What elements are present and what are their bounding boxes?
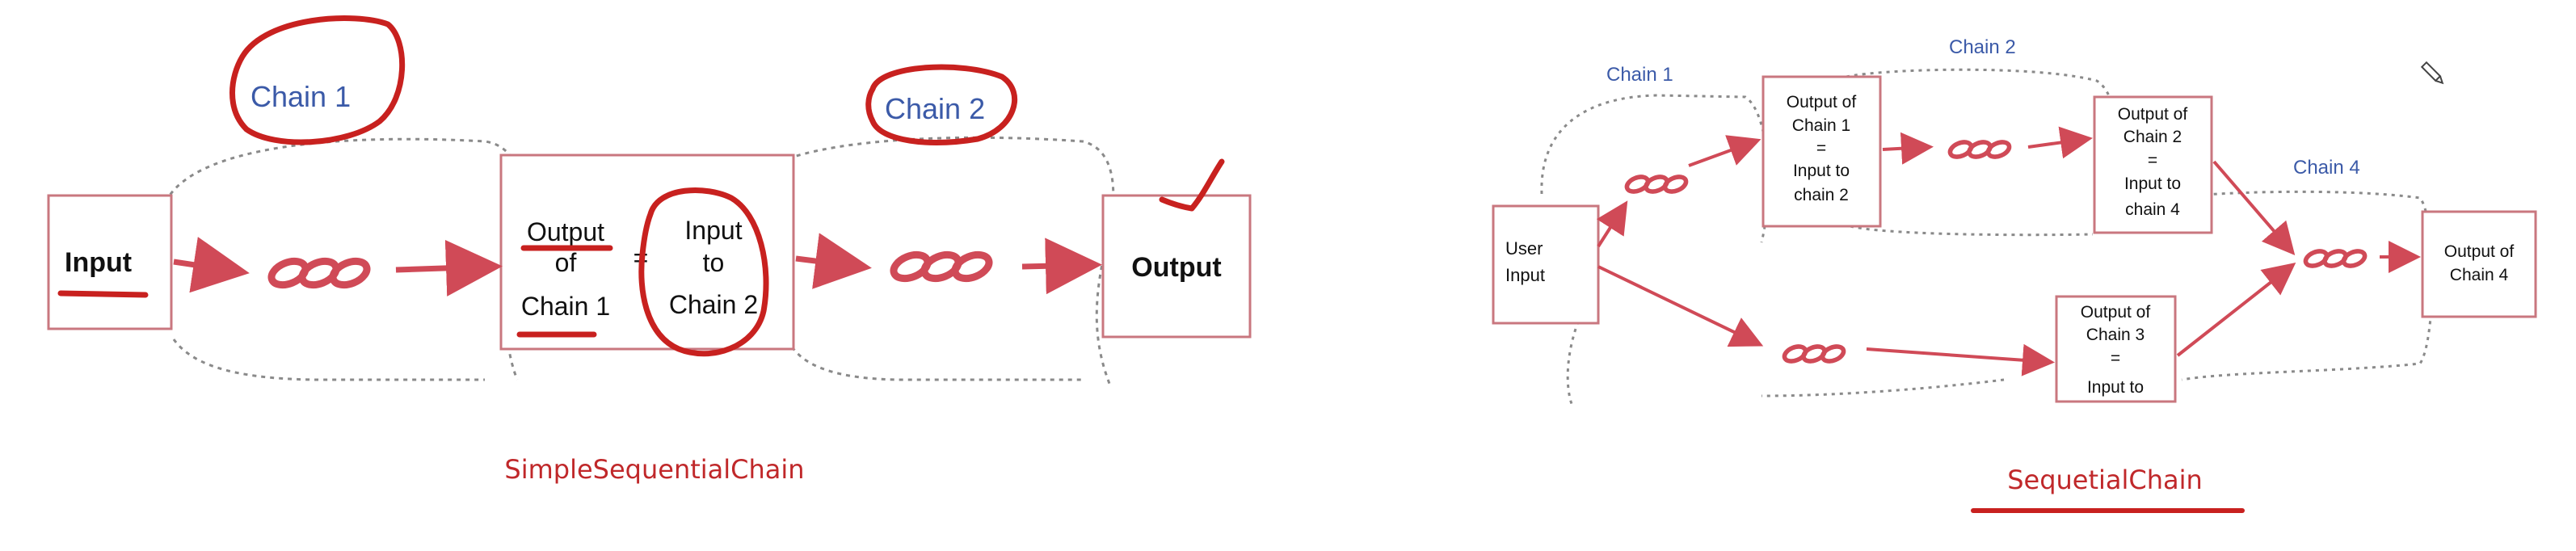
- rchain1-label: Chain 1: [1606, 64, 1673, 86]
- chain2-outline: [779, 136, 1115, 389]
- box-c-line-2: Chain 3: [2086, 326, 2145, 344]
- box-a-line-3: =: [1816, 139, 1826, 158]
- rchain2-outline: [1846, 68, 2115, 195]
- chain-link-icon: [268, 257, 371, 290]
- output-chain4-box: [2421, 210, 2537, 318]
- box-b-line-2: Chain 2: [2124, 128, 2182, 146]
- box-b-line-3: =: [2148, 151, 2157, 170]
- output-label: Output: [1131, 252, 1221, 283]
- box-b-line-1: Output of: [2118, 105, 2188, 124]
- chain-link-icon: [1625, 174, 1688, 194]
- box-c-line-4: Input to: [2087, 378, 2144, 397]
- chain-link-icon: [2304, 248, 2367, 268]
- arrow-input-chain: [173, 237, 250, 293]
- arrow-box2-chain4: [2212, 160, 2296, 256]
- arrow-chain2-output: [1021, 238, 1102, 295]
- rchain3-outline: [1566, 298, 2005, 405]
- output-chain2-box: [2093, 95, 2213, 234]
- chain1-outline-bottom: [172, 339, 485, 381]
- chain-link-icon: [1948, 139, 2011, 159]
- arrow-chain2-box: [2027, 126, 2093, 159]
- middle-right-line-3: Chain 2: [669, 290, 758, 319]
- chain2-outline-bottom: [786, 339, 1083, 381]
- box-b-line-4: Input to: [2124, 175, 2181, 193]
- box-c-line-1: Output of: [2081, 303, 2151, 322]
- user-input-line-1: User: [1505, 238, 1543, 259]
- middle-right-line-1: Input: [684, 216, 742, 245]
- rchain4-label: Chain 4: [2293, 157, 2360, 179]
- middle-left-line-1: Output: [527, 217, 604, 246]
- rchain2-label: Chain 2: [1949, 36, 2016, 58]
- box-a-line-5: chain 2: [1794, 186, 1849, 204]
- box-a-line-1: Output of: [1787, 93, 1857, 111]
- input-label: Input: [65, 247, 132, 278]
- arrow-chain1-box: [1688, 135, 1762, 167]
- box-d-line-2: Chain 4: [2450, 266, 2509, 284]
- arrow-chain-middle: [395, 239, 503, 297]
- user-input-box: [1492, 204, 1600, 325]
- output-chain3-box: [2055, 295, 2177, 403]
- user-input-line-2: Input: [1505, 265, 1545, 285]
- pencil-icon: [2420, 61, 2444, 85]
- box-c-line-3: =: [2111, 349, 2120, 368]
- chain1-label: Chain 1: [250, 80, 351, 113]
- middle-left-line-3: Chain 1: [521, 292, 610, 321]
- hand-annotations: [57, 15, 1225, 357]
- arrow-user-chain3: [1597, 265, 1764, 347]
- arrow-box3-chain4: [2176, 263, 2296, 357]
- chain1-outline: [164, 137, 525, 381]
- middle-left-line-2: of: [555, 248, 577, 277]
- simple-sequential-diagram: Chain 1 Chain 2 Input Output of Chain 1 …: [47, 15, 1252, 485]
- arrow-middle-chain2: [795, 233, 872, 289]
- right-caption: SequetialChain: [2007, 465, 2203, 495]
- sequential-diagram: Chain 1 Chain 2 Chain 4 User Input Outpu…: [1492, 36, 2537, 513]
- box-d-line-1: Output of: [2444, 242, 2515, 261]
- rchain2-outline-bottom: [1850, 225, 2094, 237]
- rchain4-outline: [2173, 190, 2434, 381]
- box-b-line-5: chain 4: [2125, 200, 2180, 219]
- middle-right-line-2: to: [703, 248, 725, 277]
- chain-link-icon: [890, 250, 993, 284]
- output-chain1-box: [1762, 75, 1882, 228]
- output-box: [1101, 194, 1252, 339]
- box-a-line-4: Input to: [1793, 162, 1850, 180]
- chain-link-icon: [1783, 343, 1846, 364]
- arrow-box-chain2: [1882, 132, 1934, 165]
- left-caption: SimpleSequentialChain: [504, 454, 804, 485]
- input-box: [47, 194, 173, 330]
- arrow-user-chain1: [1596, 200, 1628, 248]
- arrow-chain3-box: [1866, 343, 2055, 376]
- box-a-line-2: Chain 1: [1792, 116, 1850, 135]
- chain2-label: Chain 2: [885, 92, 985, 125]
